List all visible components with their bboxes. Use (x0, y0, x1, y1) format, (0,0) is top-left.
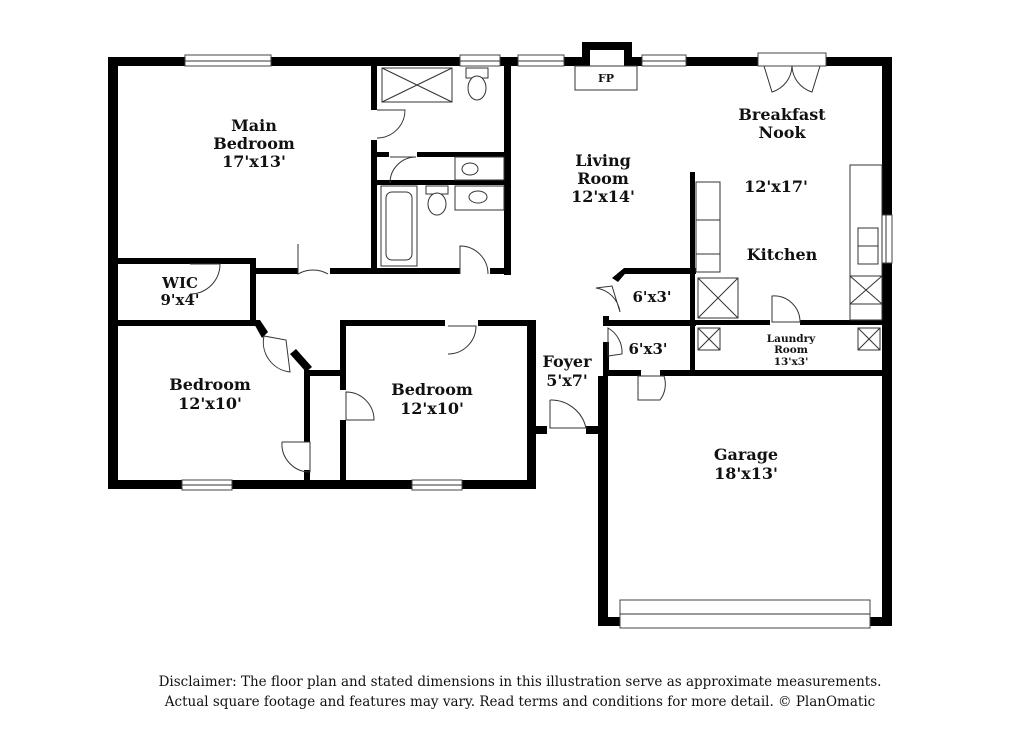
room-foyer: Foyer 5'x7' (542, 352, 592, 390)
svg-text:12'x10': 12'x10' (178, 394, 242, 413)
svg-text:6'x3': 6'x3' (632, 288, 671, 306)
room-kitchen: Kitchen (747, 245, 818, 264)
svg-text:Foyer: Foyer (542, 352, 592, 371)
svg-text:Laundry: Laundry (767, 333, 816, 345)
svg-text:18'x13': 18'x13' (714, 464, 778, 483)
windows (181, 52, 893, 629)
room-wic: WIC 9'x4' (160, 274, 199, 309)
svg-text:6'x3': 6'x3' (628, 340, 667, 358)
fixtures (380, 67, 883, 351)
room-bedroom-middle: Bedroom 12'x10' (391, 380, 473, 418)
svg-text:Garage: Garage (714, 445, 778, 464)
room-bedroom-left: Bedroom 12'x10' (169, 375, 251, 413)
svg-text:Breakfast: Breakfast (738, 105, 826, 124)
svg-text:Room: Room (577, 169, 629, 188)
door-swings (189, 65, 821, 473)
room-labels: Main Bedroom 17'x13' Living Room 12'x14'… (160, 105, 826, 483)
svg-text:13'x3': 13'x3' (774, 356, 809, 368)
svg-text:17'x13': 17'x13' (222, 152, 286, 171)
svg-text:12'x14': 12'x14' (571, 187, 635, 206)
disclaimer: Disclaimer: The floor plan and stated di… (140, 672, 900, 712)
svg-text:Kitchen: Kitchen (747, 245, 818, 264)
disclaimer-line-1: Disclaimer: The floor plan and stated di… (158, 674, 882, 690)
disclaimer-line-2: Actual square footage and features may v… (164, 694, 876, 710)
svg-text:Bedroom: Bedroom (391, 380, 473, 399)
svg-text:Bedroom: Bedroom (169, 375, 251, 394)
room-closet-upper: 6'x3' (632, 288, 671, 306)
svg-text:Nook: Nook (758, 123, 806, 142)
room-garage: Garage 18'x13' (714, 445, 778, 483)
svg-text:Room: Room (774, 344, 808, 356)
room-laundry: Laundry Room 13'x3' (767, 333, 816, 368)
svg-text:Living: Living (575, 151, 631, 170)
fireplace-label: FP (598, 72, 614, 85)
svg-text:Main: Main (231, 116, 277, 135)
room-living-room: Living Room 12'x14' (571, 151, 635, 206)
svg-text:9'x4': 9'x4' (160, 291, 199, 309)
svg-text:WIC: WIC (161, 274, 198, 292)
svg-text:Bedroom: Bedroom (213, 134, 295, 153)
toilet-bowl (467, 75, 487, 101)
interior-walls (118, 62, 882, 482)
svg-text:12'x10': 12'x10' (400, 399, 464, 418)
room-main-bedroom: Main Bedroom 17'x13' (213, 116, 295, 171)
fireplace: FP (574, 42, 638, 91)
svg-text:5'x7': 5'x7' (546, 371, 588, 390)
svg-text:12'x17': 12'x17' (744, 177, 808, 196)
room-breakfast-nook: Breakfast Nook 12'x17' (738, 105, 826, 196)
room-closet-lower: 6'x3' (628, 340, 667, 358)
